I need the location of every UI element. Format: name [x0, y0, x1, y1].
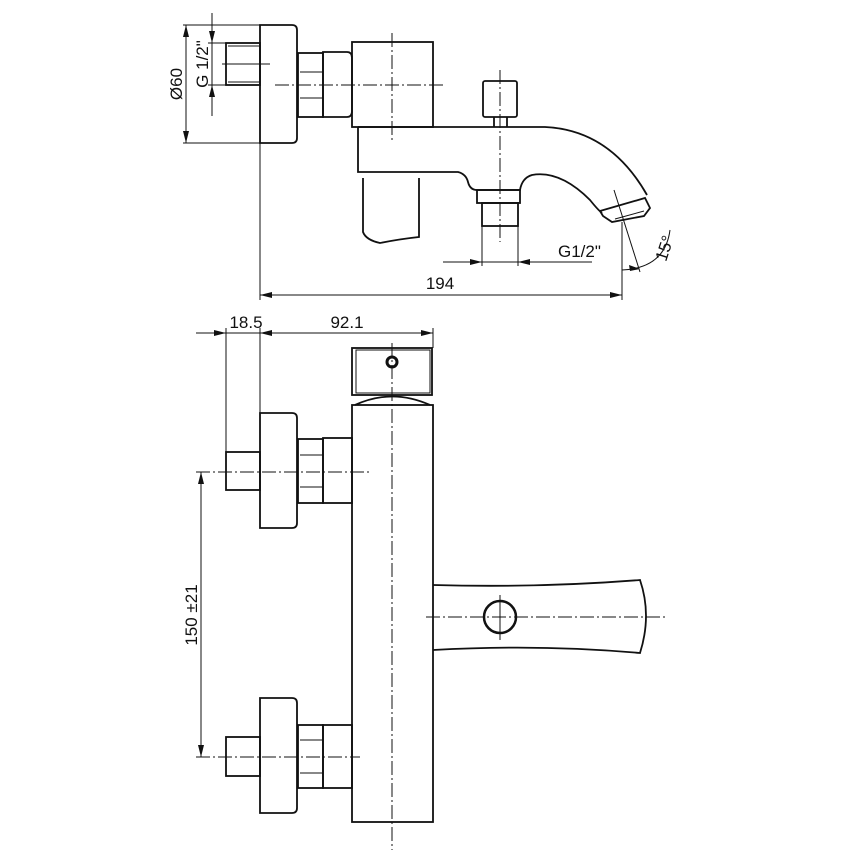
lower-flange — [259, 697, 298, 814]
upper-flange — [259, 412, 298, 529]
dim-angle-label: 15° — [652, 233, 678, 263]
spout-aerator — [598, 196, 652, 223]
side-view: Ø60 G 1/2" G1/2" 194 15° — [167, 13, 678, 300]
dim-offset-a-label: 18.5 — [229, 313, 262, 332]
dim-length-label: 194 — [426, 274, 454, 293]
spout — [357, 126, 648, 214]
dim-offset-b-label: 92.1 — [330, 313, 363, 332]
dim-centers-label: 150 ±21 — [182, 584, 201, 645]
thermostat-cartridge — [362, 178, 420, 244]
upper-inlet-pipe — [225, 451, 261, 491]
temperature-handle[interactable] — [432, 579, 647, 654]
dim-diameter-label: Ø60 — [167, 68, 186, 100]
upper-coupling — [322, 437, 353, 504]
outlet-connector — [476, 189, 521, 204]
upper-hex-nut — [297, 438, 324, 504]
wall-flange — [259, 24, 298, 144]
front-view: 18.5 92.1 150 ±21 — [182, 313, 665, 850]
dim-angle-arc — [621, 229, 671, 271]
dim-thread-outlet-label: G1/2" — [558, 242, 601, 261]
dim-thread-inlet-label: G 1/2" — [193, 40, 212, 88]
